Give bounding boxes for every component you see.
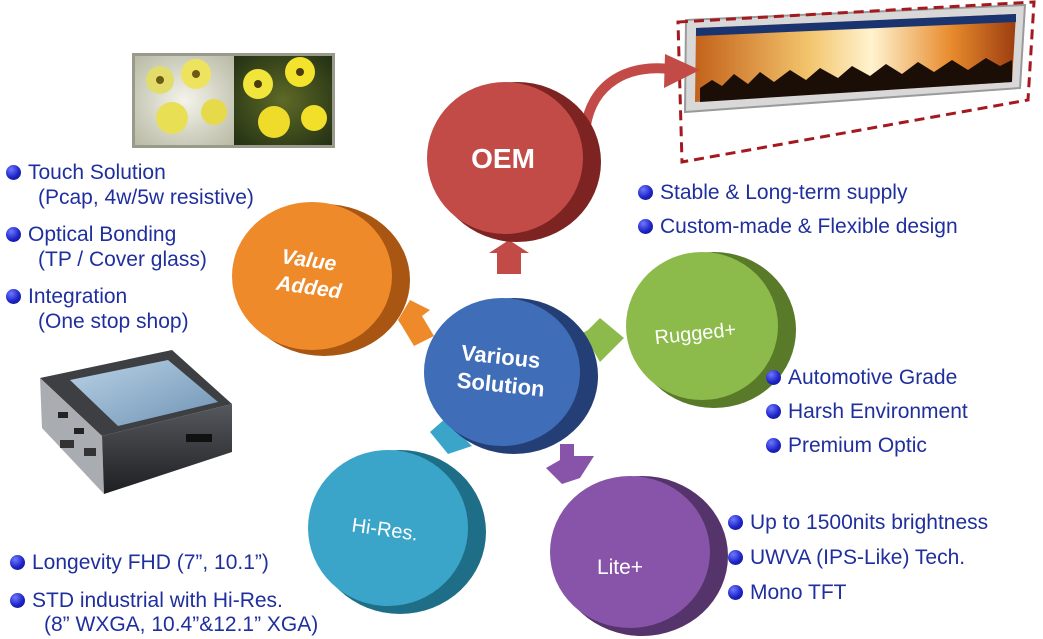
center-node: Various Solution [424, 298, 598, 454]
bullet-icon [6, 165, 21, 180]
lite-item-mono: Mono TFT [728, 580, 846, 605]
value-added-item-touch: Touch Solution [6, 160, 166, 185]
hires-item-std: STD industrial with Hi-Res. [10, 588, 283, 613]
rugged-node: Rugged+ [626, 252, 796, 408]
bullet-icon [638, 185, 653, 200]
oem-label: OEM [471, 143, 535, 174]
bullet-icon [728, 585, 743, 600]
value-added-item-integration-sub: (One stop shop) [38, 310, 189, 333]
bullet-icon [728, 515, 743, 530]
bullet-icon [6, 289, 21, 304]
value-added-item-optical-sub: (TP / Cover glass) [38, 248, 207, 271]
bullet-icon [638, 219, 653, 234]
tulip-display-image [132, 53, 335, 148]
bullet-icon [10, 555, 25, 570]
arrow-to-lite [546, 444, 594, 484]
arrow-to-oem [489, 240, 529, 274]
hires-item-fhd: Longevity FHD (7”, 10.1”) [10, 550, 269, 575]
lite-item-brightness: Up to 1500nits brightness [728, 510, 988, 535]
value-added-item-optical: Optical Bonding [6, 222, 176, 247]
lite-label: Lite+ [597, 556, 643, 579]
lite-item-uwva: UWVA (IPS-Like) Tech. [728, 545, 965, 570]
oem-item-design: Custom-made & Flexible design [638, 214, 958, 239]
bullet-icon [10, 593, 25, 608]
value-added-item-touch-sub: (Pcap, 4w/5w resistive) [38, 186, 254, 209]
hires-node: Hi-Res. [308, 450, 486, 614]
rugged-item-optic: Premium Optic [766, 433, 927, 458]
arrow-to-value-added [398, 300, 434, 346]
hires-item-std-sub: (8” WXGA, 10.4”&12.1” XGA) [44, 613, 319, 636]
oem-item-supply: Stable & Long-term supply [638, 180, 907, 205]
embedded-pc-image [40, 350, 232, 494]
bullet-icon [728, 550, 743, 565]
value-added-node: Value Added [232, 202, 410, 356]
bar-display-image [676, 0, 1036, 164]
oem-node: OEM [427, 82, 601, 242]
bullet-icon [766, 438, 781, 453]
bullet-icon [6, 227, 21, 242]
rugged-item-harsh: Harsh Environment [766, 399, 968, 424]
value-added-item-integration: Integration [6, 284, 127, 309]
rugged-item-automotive: Automotive Grade [766, 365, 957, 390]
bullet-icon [766, 370, 781, 385]
bullet-icon [766, 404, 781, 419]
lite-node: Lite+ [550, 476, 728, 636]
